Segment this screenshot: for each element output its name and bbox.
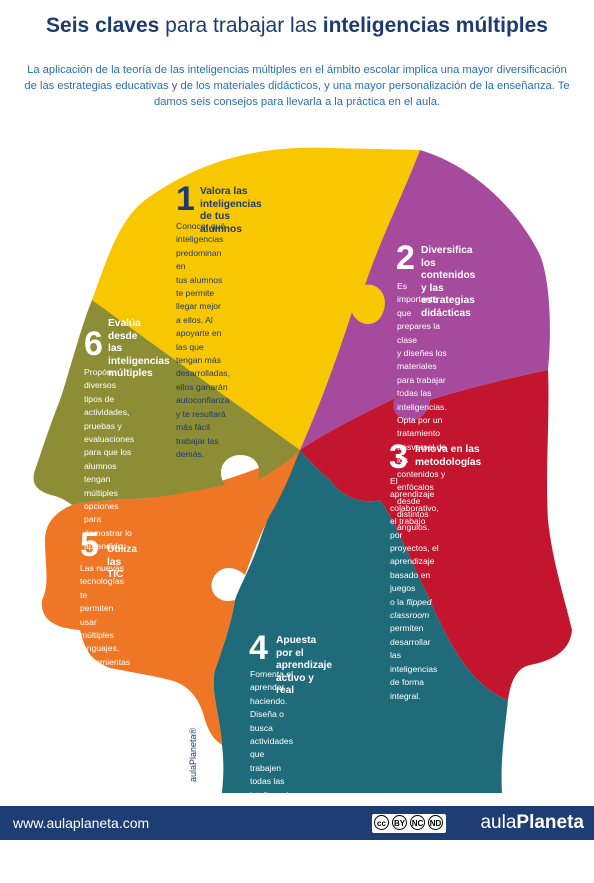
key-3-title-line-1: Innova en las	[415, 444, 480, 455]
key-6-text: Propón diversos tipos de actividades, pr…	[84, 366, 134, 554]
title-regular: para trabajar las	[165, 14, 317, 37]
creative-commons-badge[interactable]: cc BY NC ND	[372, 814, 446, 833]
key-6-title-line-1: Evalúa desde	[108, 318, 141, 342]
key-2-title-line-2: y las estrategias didácticas	[421, 282, 475, 319]
key-4-title-line-1: Apuesta por el aprendizaje	[276, 635, 333, 671]
key-4-line: busca actividades que trabajen todas las	[250, 722, 293, 787]
key-3-line: aprendizaje basado en juegos	[390, 556, 435, 594]
key-5-line: desarrollan la competencia	[80, 710, 129, 748]
key-6-number: 6	[84, 325, 103, 363]
title-bold-1: Seis claves	[46, 14, 160, 37]
key-1-line: Conocer qué inteligencias predominan en	[176, 221, 226, 272]
key-1-text: Conocer qué inteligencias predominan en …	[176, 220, 230, 461]
key-2-title-line-1: Diversifica los contenidos	[421, 245, 476, 281]
footer-url[interactable]: www.aulaplaneta.com	[13, 815, 150, 831]
key-3-line-part: o la	[390, 596, 407, 607]
key-5-line: Las nuevas tecnologías te	[80, 563, 124, 600]
key-1-title: Valora las inteligencias de tus alumnos	[200, 186, 262, 236]
key-3-line-part: permiten	[390, 623, 424, 634]
key-2-line: Es importante que prepares la clase	[397, 281, 440, 345]
key-6-title: Evalúa desde las inteligencias múltiples	[108, 318, 170, 381]
nc-icon: NC	[410, 815, 425, 830]
key-2-line: tratamiento trasversal de los	[397, 428, 447, 466]
key-1-title-line-2: de tus alumnos	[200, 211, 242, 235]
puzzle-piece-3	[300, 370, 572, 700]
key-2-line: contenidos y enfócalos desde	[397, 468, 446, 506]
key-4-text: Fomenta el aprender haciendo. Diseña o b…	[250, 668, 297, 883]
key-3-line: El aprendizaje colaborativo,	[390, 476, 439, 513]
key-6-line: actividades, pruebas y	[84, 407, 130, 431]
key-6-title-line-2: las inteligencias	[108, 343, 170, 367]
key-3-title: Innova en las metodologías	[415, 444, 481, 469]
key-1-line: y te resultará más fácil trabajar las de…	[176, 408, 226, 459]
key-4-title-line-2: activo y real	[276, 672, 314, 697]
key-1-title-line-1: Valora las inteligencias	[200, 186, 262, 210]
puzzle-piece-5	[41, 450, 300, 745]
side-logo: aulaPlaneta®	[188, 727, 198, 782]
by-icon: BY	[392, 815, 407, 830]
key-5-title-line-1: Utiliza las TIC	[107, 544, 138, 580]
key-2-line: todas las inteligencias. Opta por un	[397, 388, 447, 426]
key-2-text: Es importante que prepares la clase y di…	[397, 280, 447, 535]
key-4-title: Apuesta por el aprendizaje activo y real	[276, 635, 332, 698]
puzzle-piece-2	[300, 150, 550, 450]
key-3-line-flipped: o la flipped classroom permiten	[390, 596, 439, 636]
key-2-number: 2	[396, 239, 415, 277]
key-3-line: de forma integral.	[390, 677, 424, 701]
key-2-title: Diversifica los contenidos y las estrate…	[421, 245, 475, 320]
key-3-line: desarrollar las inteligencias	[390, 636, 438, 674]
key-6-line: Propón diversos tipos de	[84, 367, 116, 404]
key-5-line: lenguajes, herramientas	[80, 643, 131, 667]
key-6-line: opciones para demostrar lo	[84, 501, 132, 538]
puzzle-piece-1	[92, 147, 420, 450]
key-5-line: permiten usar múltiples	[80, 603, 114, 641]
key-5-number: 5	[80, 526, 99, 564]
key-4-line: Fomenta el aprender haciendo. Diseña o	[250, 669, 293, 720]
intro-paragraph: La aplicación de la teoría de las inteli…	[24, 64, 570, 108]
key-3-text: El aprendizaje colaborativo, el trabajo …	[390, 475, 439, 703]
key-6-line: alumnos tengan múltiples	[84, 460, 118, 498]
footer-bar: www.aulaplaneta.com cc BY NC ND aulaPlan…	[0, 806, 594, 840]
key-3-number: 3	[389, 438, 408, 476]
key-1-line: tus alumnos te permite llegar mejor	[176, 274, 223, 312]
key-1-number: 1	[176, 180, 195, 218]
key-1-line: a ellos. Al apoyarte en las que tengan m…	[176, 314, 222, 366]
puzzle-piece-4	[213, 450, 508, 793]
page-title: Seis claves para trabajar las inteligenc…	[0, 14, 594, 38]
nd-icon: ND	[428, 815, 443, 830]
footer-brand-logo: aulaPlaneta	[480, 812, 584, 834]
puzzle-piece-6	[33, 300, 301, 505]
key-5-line: digital de tus alumnos.	[80, 750, 129, 775]
title-bold-2: inteligencias múltiples	[322, 14, 548, 37]
key-5-line: y soportes en tus clases, y	[80, 670, 120, 708]
cc-icon: cc	[374, 815, 389, 830]
key-3-line: el trabajo por proyectos, el	[390, 516, 439, 554]
key-6-line: aprendido.	[84, 541, 125, 552]
key-5-text: Las nuevas tecnologías te permiten usar …	[80, 562, 130, 777]
key-4-line: asociado a situaciones reales.	[250, 843, 293, 881]
brand-light: aula	[480, 812, 517, 833]
key-1-line: desarrolladas, ellos ganarán autoconfian…	[176, 368, 230, 406]
key-2-line: distintos ángulos.	[397, 508, 430, 533]
head-puzzle-illustration	[33, 147, 572, 793]
key-6-line: evaluaciones para que los	[84, 434, 135, 458]
key-6-title-line-3: múltiples	[108, 368, 153, 379]
key-5-title: Utiliza las TIC	[107, 544, 137, 582]
key-2-line: y diseñes los materiales para trabajar	[397, 348, 447, 385]
key-4-number: 4	[249, 629, 268, 667]
brand-bold: Planeta	[516, 812, 584, 833]
key-3-line-italic: flipped classroom	[390, 596, 432, 621]
key-3-title-line-2: metodologías	[415, 456, 482, 468]
